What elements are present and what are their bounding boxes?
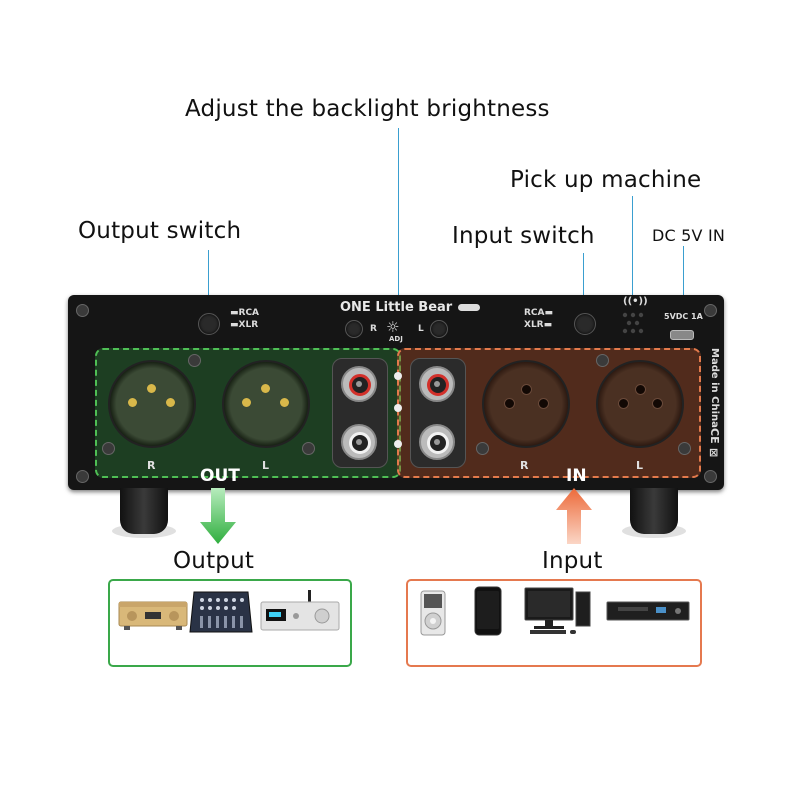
led-indicator [394, 404, 402, 412]
xlr-pin [280, 398, 289, 407]
screw [302, 442, 315, 455]
xlr-socket [521, 384, 532, 395]
pickup-leader [632, 196, 633, 296]
bulb-icon: ☼ [386, 318, 400, 336]
power-spec-label: 5VDC 1A [664, 312, 703, 321]
in-zone-label: IN [566, 466, 587, 486]
smartphone-icon [474, 586, 502, 640]
xlr-pin [242, 398, 251, 407]
input-switch[interactable] [574, 313, 596, 335]
out-rca-label: ▬RCA [230, 308, 260, 318]
xlr-out-left[interactable] [222, 360, 310, 448]
mic-wave-icon: ((•)) [623, 296, 648, 307]
led-indicator [394, 440, 402, 448]
mp3-player-icon [420, 590, 446, 640]
xlr-socket [504, 398, 515, 409]
xlr-in-right[interactable] [482, 360, 570, 448]
rca-out-white[interactable] [341, 424, 377, 460]
screw [102, 442, 115, 455]
led-indicator [394, 372, 402, 380]
gold-amplifier-icon [118, 598, 188, 636]
output-arrow-icon [200, 488, 236, 544]
in-r-label: R [520, 459, 529, 472]
dc-leader [683, 246, 684, 310]
xlr-socket [635, 384, 646, 395]
in-rca-label: RCA▬ [524, 308, 554, 318]
screw [704, 304, 717, 317]
mixing-console-icon [188, 588, 254, 642]
ce-mark: CE [708, 428, 721, 444]
xlr-socket [652, 398, 663, 409]
in-xlr-label: XLR▬ [524, 320, 553, 330]
rubber-foot [630, 488, 678, 534]
rca-ring [349, 374, 371, 396]
rca-ring [427, 432, 449, 454]
out-r-label: R [147, 459, 156, 472]
xlr-pin [128, 398, 137, 407]
microphone-holes [620, 310, 646, 340]
screw [76, 304, 89, 317]
xlr-pin [147, 384, 156, 393]
made-in-label: Made in China [709, 348, 720, 428]
rubber-foot [120, 488, 168, 534]
out-xlr-label: ▬XLR [230, 320, 259, 330]
adj-r-label: R [370, 324, 377, 334]
screw [188, 354, 201, 367]
input-switch-callout: Input switch [452, 223, 595, 249]
output-switch-callout: Output switch [78, 218, 242, 244]
backlight-callout: Adjust the backlight brightness [185, 96, 550, 122]
screw [678, 442, 691, 455]
xlr-pin [166, 398, 175, 407]
silver-dac-icon [260, 590, 340, 638]
screw [476, 442, 489, 455]
screw [596, 354, 609, 367]
cd-player-icon [606, 598, 690, 628]
backlight-knob-r[interactable] [345, 320, 363, 338]
dc-in-callout: DC 5V IN [652, 226, 726, 245]
xlr-pin [261, 384, 270, 393]
rca-out-red[interactable] [341, 366, 377, 402]
adj-l-label: L [418, 324, 424, 334]
desktop-computer-icon [524, 586, 594, 640]
input-heading: Input [542, 548, 603, 574]
backlight-leader [398, 128, 399, 320]
screw [76, 470, 89, 483]
output-switch[interactable] [198, 313, 220, 335]
brand-label: ONE Little Bear [340, 300, 453, 315]
xlr-socket [538, 398, 549, 409]
xlr-socket [618, 398, 629, 409]
out-l-label: L [262, 459, 270, 472]
out-zone-label: OUT [200, 466, 240, 486]
backlight-knob-l[interactable] [430, 320, 448, 338]
weee-icon: ⊠ [709, 446, 719, 459]
screw [704, 470, 717, 483]
xlr-in-left[interactable] [596, 360, 684, 448]
rca-in-white[interactable] [419, 424, 455, 460]
xlr-out-right[interactable] [108, 360, 196, 448]
adj-label: ADJ [389, 335, 403, 343]
in-l-label: L [636, 459, 644, 472]
pickup-callout: Pick up machine [510, 167, 702, 193]
brand-bar [458, 304, 480, 311]
output-switch-leader [208, 250, 209, 314]
output-heading: Output [173, 548, 255, 574]
rca-in-red[interactable] [419, 366, 455, 402]
rca-ring [349, 432, 371, 454]
input-switch-leader [583, 253, 584, 313]
dc-port[interactable] [670, 330, 694, 340]
rca-ring [427, 374, 449, 396]
input-arrow-icon [556, 488, 592, 544]
